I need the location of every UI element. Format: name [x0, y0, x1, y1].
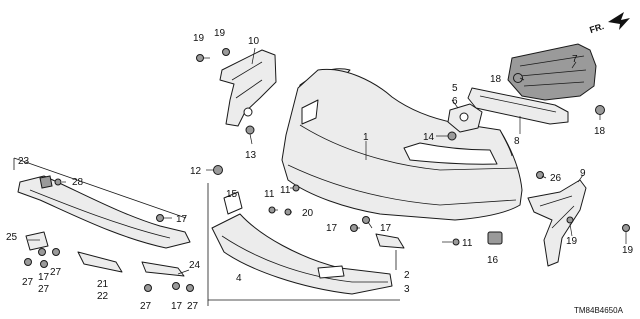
callout-19-c: 19 — [566, 236, 578, 247]
callout-18-a: 18 — [490, 74, 502, 85]
upper-side-bracket[interactable] — [219, 49, 277, 127]
center-mount-bracket[interactable] — [447, 103, 483, 133]
screw-12[interactable] — [213, 165, 223, 175]
callout-17-e: 17 — [171, 301, 183, 312]
callout-14: 14 — [423, 132, 435, 143]
callout-22: 22 — [97, 291, 109, 302]
callout-26: 26 — [550, 173, 562, 184]
callout-17-a: 17 — [176, 214, 188, 225]
callout-9: 9 — [580, 168, 586, 179]
clip-27-b[interactable] — [52, 248, 60, 256]
callout-19-a: 19 — [193, 33, 205, 44]
small-bracket-25[interactable] — [25, 231, 49, 251]
clip-27-d[interactable] — [186, 284, 194, 292]
callout-16: 16 — [487, 255, 499, 266]
callout-4: 4 — [236, 273, 242, 284]
screw-11-a[interactable] — [292, 184, 300, 192]
clip-27-e[interactable] — [40, 260, 48, 268]
small-bracket-15[interactable] — [223, 191, 243, 215]
bolt-19-upper-mid[interactable] — [222, 48, 230, 56]
clip-17-c[interactable] — [362, 216, 370, 224]
front-direction-label: FR. — [588, 21, 605, 35]
clip-17-a[interactable] — [156, 214, 164, 222]
callout-27-d: 27 — [187, 301, 199, 312]
clip-18-left[interactable] — [513, 73, 523, 83]
screw-28[interactable] — [54, 178, 62, 186]
callout-27-c: 27 — [140, 301, 152, 312]
left-center-reflector[interactable] — [141, 261, 185, 277]
right-side-bracket[interactable] — [527, 179, 587, 267]
callout-27-e: 27 — [38, 284, 50, 295]
clip-17-e[interactable] — [172, 282, 180, 290]
fasteners — [24, 48, 630, 292]
callout-20: 20 — [302, 208, 314, 219]
clip-17-d[interactable] — [38, 248, 46, 256]
callout-15: 15 — [226, 189, 238, 200]
callout-18-b: 18 — [594, 126, 606, 137]
callout-17-c: 17 — [380, 223, 392, 234]
callout-6: 6 — [452, 96, 458, 107]
diagram-code: TM84B4650A — [574, 306, 624, 315]
nut-14[interactable] — [447, 131, 457, 141]
callout-11-c: 11 — [462, 238, 473, 249]
screw-19-lower-right-b[interactable] — [622, 224, 630, 232]
callout-labels: 1 2 3 4 5 6 7 8 9 10 11 11 11 12 13 14 1… — [6, 28, 634, 312]
lower-bumper-skirt[interactable] — [211, 213, 393, 295]
callout-11-a: 11 — [280, 185, 291, 196]
beam-absorber[interactable] — [467, 87, 569, 125]
callout-24: 24 — [189, 260, 201, 271]
front-direction-indicator: FR. — [588, 12, 630, 35]
callout-8: 8 — [514, 136, 520, 147]
screw-11-c[interactable] — [452, 238, 460, 246]
callout-13: 13 — [245, 150, 257, 161]
bolt-19-upper-left[interactable] — [196, 54, 211, 62]
clip-13[interactable] — [245, 125, 255, 135]
callout-7: 7 — [572, 54, 578, 65]
callout-27-a: 27 — [22, 277, 34, 288]
clip-27-c[interactable] — [144, 284, 152, 292]
callout-10: 10 — [248, 36, 260, 47]
group-bracket-lines — [13, 157, 400, 306]
callout-11-b: 11 — [264, 189, 275, 200]
callout-2: 2 — [404, 270, 410, 281]
callout-3: 3 — [404, 284, 410, 295]
callout-17-b: 17 — [326, 223, 338, 234]
callout-28: 28 — [72, 177, 84, 188]
callout-19-d: 19 — [622, 245, 634, 256]
bumper-beam[interactable] — [507, 43, 597, 101]
callout-12: 12 — [190, 166, 202, 177]
callout-23: 23 — [18, 156, 30, 167]
callout-19-b: 19 — [214, 28, 226, 39]
left-lower-garnish[interactable] — [17, 175, 191, 249]
callout-1: 1 — [363, 132, 369, 143]
callout-27-b: 27 — [50, 267, 62, 278]
callout-5: 5 — [452, 83, 458, 94]
clip-18-right[interactable] — [595, 105, 605, 115]
screw-26[interactable] — [536, 171, 544, 179]
rear-bumper-face[interactable] — [281, 68, 523, 221]
callout-25: 25 — [6, 232, 18, 243]
screw-19-lower-right-a[interactable] — [566, 216, 574, 224]
clip-27-a[interactable] — [24, 258, 32, 266]
clip-16[interactable] — [487, 231, 503, 245]
leader-lines — [28, 47, 627, 275]
callout-17-d: 17 — [38, 272, 50, 283]
callout-21: 21 — [97, 279, 109, 290]
right-reflector[interactable] — [375, 233, 405, 249]
left-reflector[interactable] — [77, 251, 123, 273]
front-arrow-icon — [608, 12, 630, 30]
